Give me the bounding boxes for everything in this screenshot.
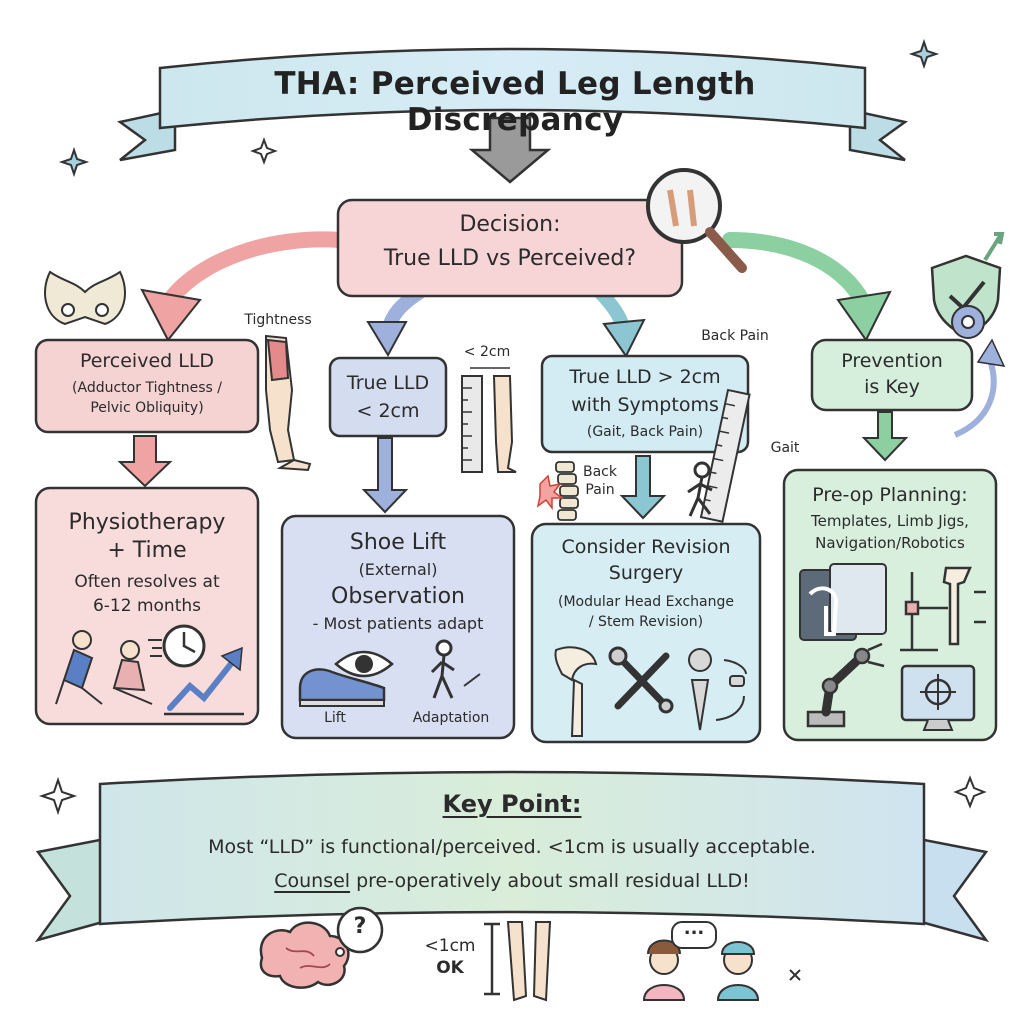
leg-icon — [265, 334, 312, 472]
pain-burst-icon — [536, 474, 565, 511]
walker-icon — [687, 461, 713, 517]
prevention-title-2: is Key — [864, 376, 920, 398]
arrow-to-perceived — [162, 231, 348, 308]
magnifier-icon — [646, 168, 747, 273]
arrow-true-large-to-revision — [619, 455, 667, 520]
clock-icon — [148, 624, 206, 668]
modular-head-icon — [688, 648, 747, 731]
true-small-title-2: < 2cm — [356, 400, 420, 422]
revision-sub-1: (Modular Head Exchange — [557, 594, 734, 610]
prevention-title-1: Prevention — [841, 350, 943, 372]
perceived-sub-1: (Adductor Tightness / — [72, 380, 222, 396]
back-pain-side-label-2: Pain — [585, 482, 615, 498]
tightness-label: Tightness — [244, 312, 312, 328]
jig-icon — [900, 566, 986, 652]
trend-arrow-icon — [164, 646, 244, 716]
decision-box — [336, 198, 684, 298]
key-point-counsel: Counsel — [274, 870, 351, 892]
back-pain-top-label: Back Pain — [701, 328, 769, 344]
true-large-title-1: True LLD > 2cm — [569, 366, 721, 388]
revision-title-2: Surgery — [608, 562, 684, 584]
adaptation-walker-icon — [430, 639, 481, 699]
revision-sub-2: / Stem Revision) — [588, 614, 704, 630]
true-large-title-2: with Symptoms — [571, 394, 719, 416]
lt2cm-label: < 2cm — [463, 344, 511, 360]
measure-bar-icon — [484, 922, 500, 996]
shoe-lift-label: Lift — [324, 710, 346, 726]
physio-sub-2: 6-12 months — [92, 596, 202, 616]
key-point-line-1: Most “LLD” is functional/perceived. <1cm… — [208, 836, 816, 858]
preop-sub-2: Navigation/Robotics — [815, 534, 965, 552]
key-point-line-2-rest: pre-operatively about small residual LLD… — [350, 870, 750, 892]
physio-icon — [55, 630, 153, 705]
shoe-title-1: Shoe Lift — [349, 530, 447, 555]
true-small-box — [328, 356, 448, 438]
arrow-perceived-to-physio — [117, 435, 173, 488]
true-small-title-1: True LLD — [346, 372, 430, 394]
shoe-sub-1: (External) — [358, 560, 438, 579]
thought-bubble-icon — [335, 906, 384, 957]
thought-question: ? — [353, 914, 367, 939]
tall-ruler-icon — [699, 388, 751, 523]
spine-icon — [555, 461, 579, 521]
preop-title: Pre-op Planning: — [812, 484, 968, 506]
shoe-sub-2: - Most patients adapt — [312, 614, 484, 633]
physio-title-2: + Time — [107, 538, 187, 563]
back-pain-side-label-1: Back — [583, 464, 617, 480]
perceived-box — [34, 338, 260, 434]
arrow-true-small-to-shoe — [361, 437, 409, 514]
tools-icon — [608, 646, 674, 714]
speech-dots: ... — [683, 918, 705, 939]
perceived-sub-2: Pelvic Obliquity) — [90, 400, 204, 416]
physio-sub-1: Often resolves at — [74, 572, 220, 592]
people-icon — [642, 921, 760, 1001]
ruler-icon — [461, 375, 483, 473]
revision-title-1: Consider Revision — [561, 536, 731, 558]
gait-label: Gait — [770, 440, 800, 456]
hip-implant-icon — [554, 646, 598, 737]
decision-question: True LLD vs Perceived? — [383, 246, 637, 271]
title-banner — [116, 47, 909, 162]
key-point-heading: Key Point: — [442, 790, 582, 818]
perceived-title: Perceived LLD — [79, 350, 215, 372]
physio-title-1: Physiotherapy — [68, 510, 226, 535]
shoe-title-2: Observation — [331, 584, 465, 609]
page-title: THA: Perceived Leg Length Discrepancy — [274, 66, 756, 138]
shoe-adaptation-label: Adaptation — [412, 710, 490, 726]
pelvis-icon — [44, 270, 126, 326]
key-point-ok-1: <1cm — [424, 936, 476, 956]
legs-icon — [506, 921, 552, 1002]
monitor-target-icon — [900, 664, 976, 731]
xray-icon — [799, 563, 887, 641]
key-point-banner — [34, 770, 990, 943]
robot-arm-icon — [806, 642, 885, 728]
decision-label: Decision: — [459, 212, 561, 237]
preop-sub-1: Templates, Limb Jigs, — [811, 512, 969, 530]
prevention-box — [810, 338, 974, 412]
sparkle-icon — [38, 38, 987, 981]
title-down-arrow — [468, 116, 552, 184]
true-large-sub: (Gait, Back Pain) — [586, 424, 704, 440]
key-point-ok-2: OK — [436, 958, 464, 978]
eye-icon — [334, 650, 394, 678]
key-point-line-2: Counsel pre-operatively about small resi… — [100, 870, 924, 893]
gear-icon — [951, 305, 985, 339]
short-leg-icon — [492, 375, 517, 473]
physio-box — [34, 486, 260, 726]
shoe-icon — [298, 668, 386, 707]
arrow-prevention-to-preop — [861, 411, 909, 462]
arrow-to-prevention — [722, 232, 870, 308]
brain-icon — [259, 921, 350, 989]
